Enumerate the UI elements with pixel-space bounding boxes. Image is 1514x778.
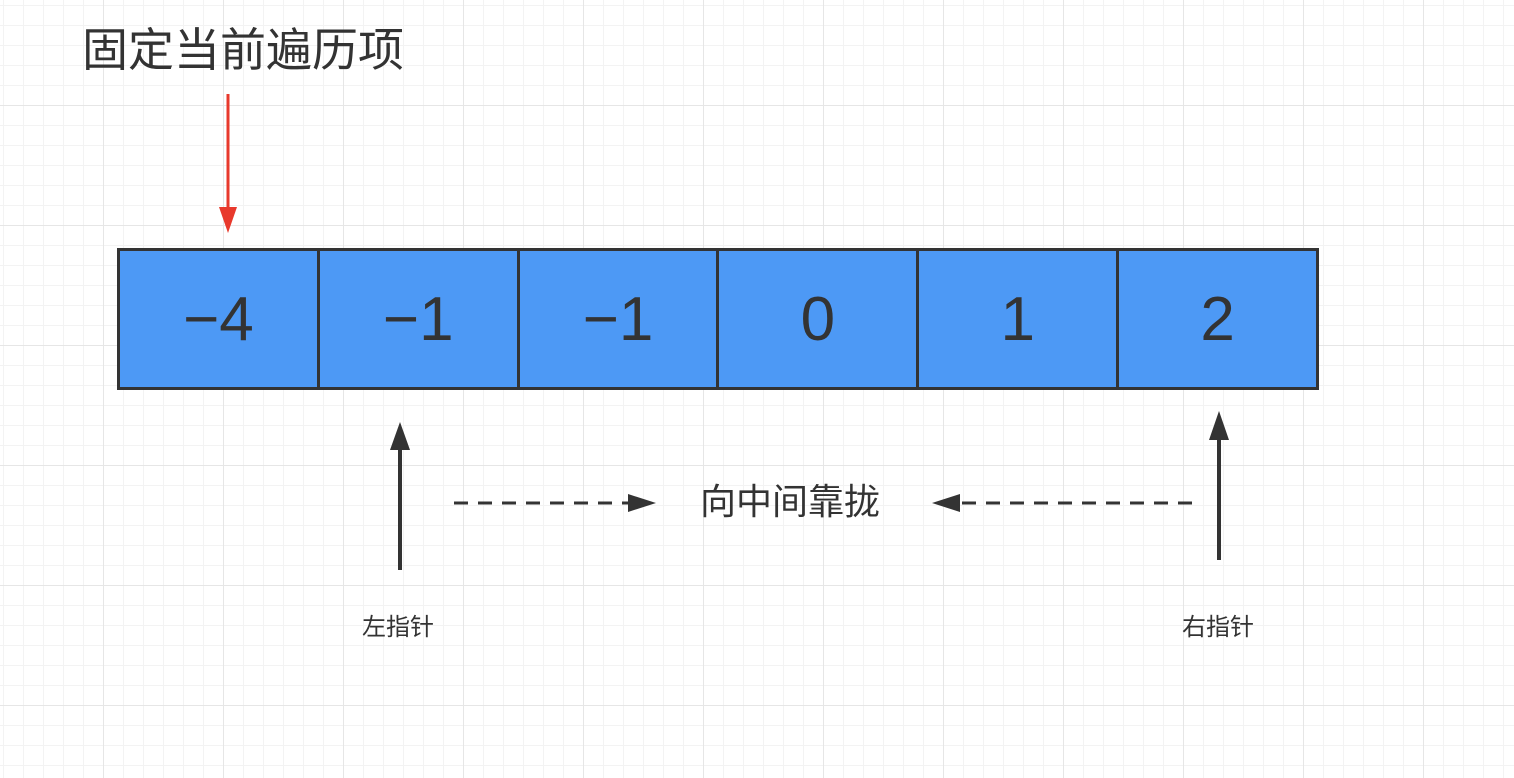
array-cell-5: 2 [1200, 284, 1235, 354]
converge-label: 向中间靠拢 [699, 482, 880, 523]
fixed-item-label: 固定当前遍历项 [82, 23, 404, 77]
array-cell-3: 0 [719, 251, 920, 387]
array-cell-4: 1 [919, 251, 1120, 387]
array-cell-2: −1 [520, 251, 720, 387]
left-pointer-label: 左指针 [362, 613, 434, 641]
converge-left-arrow-head [628, 494, 656, 512]
left-pointer-arrow-head [390, 422, 410, 450]
right-pointer-arrow-head [1209, 411, 1229, 440]
array-cell-0: −4 [120, 251, 320, 387]
fixed-item-arrow-head [219, 207, 237, 233]
right-pointer-label: 右指针 [1182, 613, 1254, 641]
array-cell-1: −1 [320, 251, 520, 387]
converge-right-arrow-head [932, 494, 960, 512]
